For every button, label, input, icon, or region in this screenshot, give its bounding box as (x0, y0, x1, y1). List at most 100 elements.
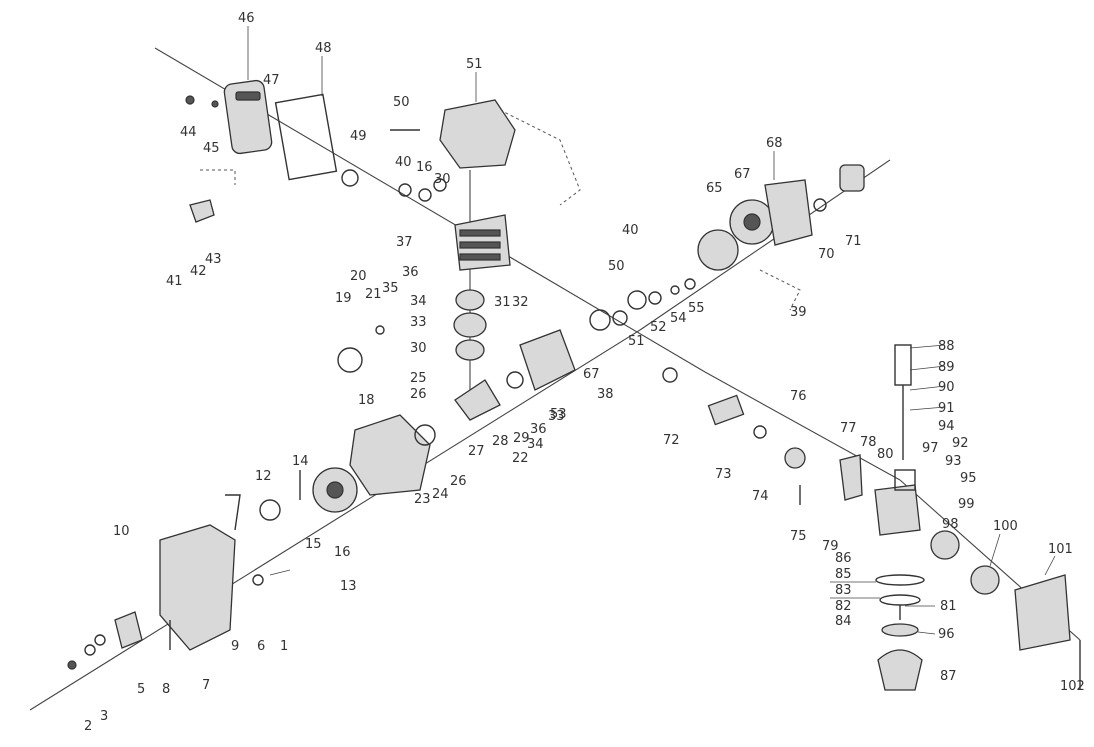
label-44: 44 (180, 125, 197, 140)
label-40a: 40 (395, 155, 412, 170)
crankcase-assembly (259, 414, 436, 521)
label-8: 8 (162, 682, 170, 697)
label-67b: 67 (734, 167, 751, 182)
leader-lines (247, 26, 1056, 635)
label-54: 54 (670, 311, 687, 326)
label-43: 43 (205, 252, 222, 267)
label-15: 15 (305, 537, 322, 552)
label-6: 6 (257, 639, 265, 654)
label-82: 82 (835, 599, 852, 614)
label-71: 71 (845, 234, 862, 249)
label-14: 14 (292, 454, 309, 469)
label-46: 46 (238, 11, 255, 26)
label-51b: 51 (628, 334, 645, 349)
label-47: 47 (263, 73, 280, 88)
label-101: 101 (1048, 542, 1073, 557)
label-49: 49 (350, 129, 367, 144)
label-89: 89 (938, 360, 955, 375)
label-39: 39 (790, 305, 807, 320)
label-79: 79 (822, 539, 839, 554)
label-50b: 50 (608, 259, 625, 274)
label-86: 86 (835, 551, 852, 566)
label-29: 29 (513, 431, 530, 446)
label-102: 102 (1060, 679, 1085, 694)
label-81: 81 (940, 599, 957, 614)
label-3: 3 (100, 709, 108, 724)
label-68: 68 (766, 136, 783, 151)
carburetor-assembly (707, 344, 1081, 691)
label-76: 76 (790, 389, 807, 404)
label-100: 100 (993, 519, 1018, 534)
label-28: 28 (492, 434, 509, 449)
label-77: 77 (840, 421, 857, 436)
label-20: 20 (350, 269, 367, 284)
label-25: 25 (410, 371, 427, 386)
housing-assembly (67, 494, 291, 670)
label-84: 84 (835, 614, 852, 629)
label-97: 97 (922, 441, 939, 456)
callout-labels: 46 47 48 44 45 43 41 42 50 51 49 40 16 3… (84, 11, 1085, 734)
label-85: 85 (835, 567, 852, 582)
label-74: 74 (752, 489, 769, 504)
label-99: 99 (958, 497, 975, 512)
label-7: 7 (202, 678, 210, 693)
label-52: 52 (650, 320, 667, 335)
label-22: 22 (512, 451, 529, 466)
clutch-assembly (589, 164, 865, 383)
label-34b: 34 (527, 437, 544, 452)
label-26b: 26 (450, 474, 467, 489)
label-78: 78 (860, 435, 877, 450)
label-1: 1 (280, 639, 288, 654)
label-24: 24 (432, 487, 449, 502)
label-26a: 26 (410, 387, 427, 402)
label-92: 92 (952, 436, 969, 451)
label-51a: 51 (466, 57, 483, 72)
label-38: 38 (597, 387, 614, 402)
label-36a: 36 (402, 265, 419, 280)
label-42: 42 (190, 264, 207, 279)
label-41: 41 (166, 274, 183, 289)
label-34a: 34 (410, 294, 427, 309)
label-93: 93 (945, 454, 962, 469)
label-21: 21 (365, 287, 382, 302)
label-12: 12 (255, 469, 272, 484)
label-65: 65 (706, 181, 723, 196)
label-9: 9 (231, 639, 239, 654)
label-16a: 16 (416, 160, 433, 175)
label-32: 32 (512, 295, 529, 310)
label-70: 70 (818, 247, 835, 262)
label-30b: 30 (410, 341, 427, 356)
label-94: 94 (938, 419, 955, 434)
label-91: 91 (938, 401, 955, 416)
label-80: 80 (877, 447, 894, 462)
cylinder-assembly (390, 99, 516, 271)
label-23: 23 (414, 492, 431, 507)
label-90: 90 (938, 380, 955, 395)
label-16b: 16 (334, 545, 351, 560)
label-31: 31 (494, 295, 511, 310)
label-13: 13 (340, 579, 357, 594)
label-53: 53 (550, 407, 567, 422)
label-95: 95 (960, 471, 977, 486)
label-37: 37 (396, 235, 413, 250)
label-75: 75 (790, 529, 807, 544)
label-67a: 67 (583, 367, 600, 382)
label-55: 55 (688, 301, 705, 316)
label-96: 96 (938, 627, 955, 642)
label-83: 83 (835, 583, 852, 598)
piston-assembly (337, 289, 576, 421)
muffler-assembly (185, 79, 359, 223)
label-33a: 33 (410, 315, 427, 330)
label-87: 87 (940, 669, 957, 684)
label-98: 98 (942, 517, 959, 532)
label-73: 73 (715, 467, 732, 482)
label-88: 88 (938, 339, 955, 354)
label-2: 2 (84, 719, 92, 734)
label-5: 5 (137, 682, 145, 697)
label-27: 27 (468, 444, 485, 459)
label-36b: 36 (530, 422, 547, 437)
label-30a: 30 (434, 172, 451, 187)
label-18a: 18 (358, 393, 375, 408)
label-45: 45 (203, 141, 220, 156)
